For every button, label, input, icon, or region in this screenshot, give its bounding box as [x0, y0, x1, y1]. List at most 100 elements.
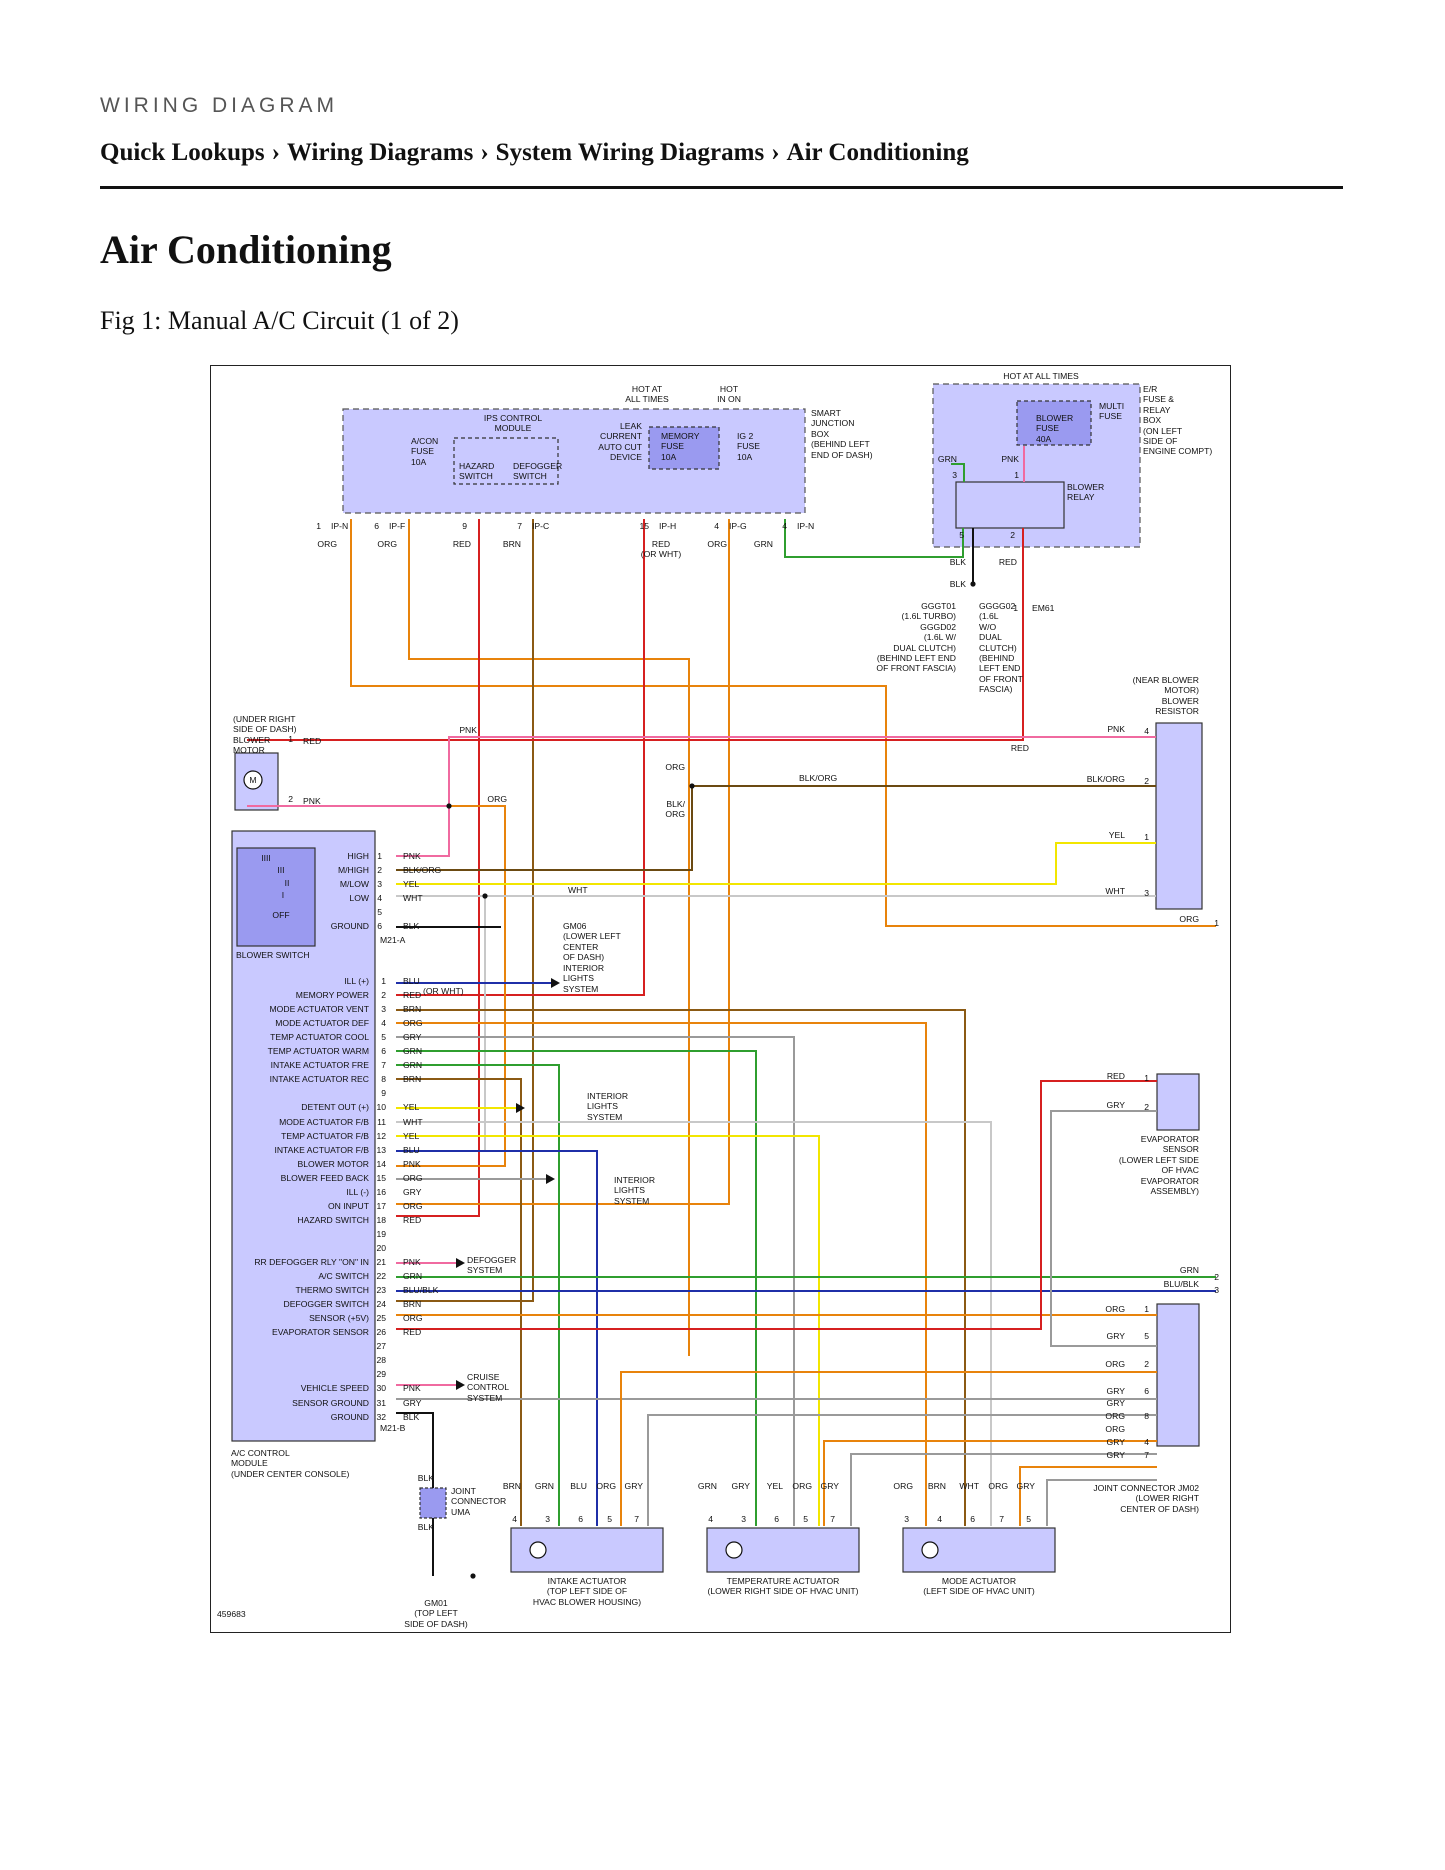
er-wire-pnk-label: PNK — [1001, 454, 1019, 464]
smart-junction-box — [342, 408, 806, 514]
wire-yel-mlow — [396, 842, 1156, 885]
blower-motor-pin-label: 2 — [288, 794, 293, 804]
wire-red-blower-motor — [247, 528, 1024, 741]
ac-module-pin-number: 18 — [376, 1214, 386, 1225]
wire-grn-intake-fre — [396, 1064, 560, 1526]
wire-color-label: ORG — [377, 539, 397, 549]
blower-switch-box — [236, 847, 316, 947]
wire-blk-ground-uma — [396, 1412, 434, 1576]
ac-module-wire-color: BLU — [403, 976, 420, 986]
splice-dot — [970, 581, 976, 587]
right-exit-pin-label: 2 — [1214, 1272, 1219, 1282]
leak-current-label: LEAK CURRENT AUTO CUT DEVICE — [598, 421, 642, 463]
breadcrumb-system-wiring-diagrams[interactable]: System Wiring Diagrams — [495, 139, 765, 166]
ac-module-wire-color: RED — [403, 990, 422, 1001]
ac-module-pin-number: 5 — [381, 1032, 386, 1043]
right-exit-wire-label: BLU/BLK — [1163, 1279, 1199, 1289]
ac-module-wire-color: GRY — [403, 1186, 422, 1197]
actuator-label: INTAKE ACTUATOR (TOP LEFT SIDE OF HVAC B… — [532, 1576, 642, 1607]
actuator-wire-label: GRY — [731, 1481, 750, 1491]
actuator-pin-label: 6 — [578, 1514, 583, 1524]
blower-resistor-wire-label: PNK — [1107, 724, 1125, 734]
wire-org-ipf-to-mode-actuator — [408, 519, 690, 1356]
wire-color-label: ORG — [317, 539, 337, 549]
joint-connector-jm02-box — [1156, 1303, 1200, 1447]
actuator-wire-label: BLU — [570, 1481, 587, 1491]
connector-pin-label: 4 — [714, 521, 719, 531]
wiring-diagram-svg — [231, 383, 1216, 1579]
actuator-wire-label: GRY — [820, 1481, 839, 1491]
blower-resistor-wire-label: WHT — [1105, 886, 1125, 896]
blower-motor-pin-label: 1 — [288, 734, 293, 744]
actuator-pin-label: 5 — [1026, 1514, 1031, 1524]
ac-module-wire-color: ORG — [403, 1313, 423, 1324]
blower-motor-wire-label: PNK — [303, 796, 321, 806]
interior-lights-label: INTERIOR LIGHTS SYSTEM — [614, 1175, 656, 1206]
breadcrumb-air-conditioning[interactable]: Air Conditioning — [786, 139, 969, 166]
ac-module-pin-number: 25 — [376, 1313, 386, 1324]
ac-module-wire-color: BLU/BLK — [403, 1285, 439, 1296]
wire-color-label: RED (OR WHT) — [640, 539, 682, 560]
ac-module-pin-number: 13 — [376, 1144, 386, 1155]
wire-gry-jm02-temp — [850, 1453, 1157, 1526]
breadcrumb-separator: › — [271, 139, 280, 166]
hot-in-on-label: HOT IN ON — [717, 384, 741, 405]
wire-org-jm02-temp — [823, 1440, 1157, 1526]
breadcrumb-separator: › — [771, 139, 780, 166]
blower-motor-m-label: M — [249, 775, 257, 785]
wire-yel-temp-fb — [396, 1135, 820, 1526]
blower-switch-wire-color: PNK — [403, 851, 421, 861]
ac-module-pin-name: ILL (+) — [344, 976, 369, 986]
ac-module-wire-color: BLK — [403, 1411, 420, 1422]
wire-color-label: GRN — [753, 539, 773, 549]
wire-blu-intake-fb — [396, 1150, 598, 1526]
wire-pin-label: 1 — [1214, 918, 1219, 928]
evaporator-sensor-label: EVAPORATOR SENSOR (LOWER LEFT SIDE OF HV… — [1118, 1134, 1199, 1197]
er-wire-grn-label: GRN — [937, 454, 957, 464]
ground-gggg02-label: GGGG02 (1.6L W/O DUAL CLUTCH) (BEHIND LE… — [979, 601, 1023, 695]
blower-switch-wire-color: YEL — [403, 879, 420, 889]
wire-org-blower-feedback — [396, 805, 506, 1167]
acon-fuse-label: A/CON FUSE 10A — [411, 436, 439, 467]
ground-gm01-label: GM01 (TOP LEFT SIDE OF DASH) — [404, 1598, 468, 1629]
splice-dot — [689, 783, 695, 789]
breadcrumb-quick-lookups[interactable]: Quick Lookups — [100, 139, 265, 166]
ac-module-pin-number: 12 — [376, 1130, 386, 1141]
blower-resistor-wire-label: BLK/ORG — [1086, 774, 1125, 784]
right-exit-pin-label: 3 — [1214, 1285, 1219, 1295]
wire-wht-mode-fb — [396, 1121, 992, 1526]
actuator-pin-label: 3 — [545, 1514, 550, 1524]
ac-module-pin-name: INTAKE ACTUATOR FRE — [270, 1060, 369, 1071]
temperature-actuator-motor — [725, 1541, 743, 1559]
ac-module-pin-name: GROUND — [330, 1411, 369, 1422]
ac-module-pin-number: 20 — [376, 1242, 386, 1253]
ac-module-pin-number: 2 — [381, 990, 386, 1001]
breadcrumb-wiring-diagrams[interactable]: Wiring Diagrams — [287, 139, 474, 166]
connector-name-label: IP-N — [797, 521, 815, 531]
wire-label: BLK/ORG — [799, 773, 838, 783]
jm02-pin-label: 7 — [1144, 1450, 1149, 1460]
actuator-wire-label: ORG — [596, 1481, 616, 1491]
joint-connector-uma-box — [419, 1487, 447, 1519]
blower-resistor-wire-label: YEL — [1108, 830, 1125, 840]
page-title: Air Conditioning — [100, 227, 392, 272]
wire-gry-jm02-mode — [1046, 1479, 1157, 1526]
cruise-control-label: CRUISE CONTROL SYSTEM — [467, 1372, 510, 1403]
wire-gry-jm02-intake — [647, 1414, 1157, 1526]
blower-fuse-box — [1016, 400, 1092, 446]
ac-control-module-label: A/C CONTROL MODULE (UNDER CENTER CONSOLE… — [231, 1448, 350, 1479]
arrow-interior-lights-2 — [516, 1103, 525, 1113]
ac-module-wire-color: BRN — [403, 1299, 422, 1310]
splice-dot — [482, 893, 488, 899]
blower-switch-pin-number: 4 — [377, 893, 382, 903]
actuator-label: TEMPERATURE ACTUATOR (LOWER RIGHT SIDE O… — [707, 1576, 859, 1597]
ac-module-pin-number: 21 — [376, 1257, 386, 1267]
arrow-interior-lights-3 — [546, 1174, 555, 1184]
blower-switch-pin-number: 3 — [377, 879, 382, 889]
ac-module-wire-color: YEL — [403, 1130, 420, 1141]
actuator-pin-label: 4 — [937, 1514, 942, 1524]
splice-dot — [470, 1573, 476, 1579]
wire-label: PNK — [459, 725, 477, 735]
actuator-pin-label: 5 — [607, 1514, 612, 1524]
